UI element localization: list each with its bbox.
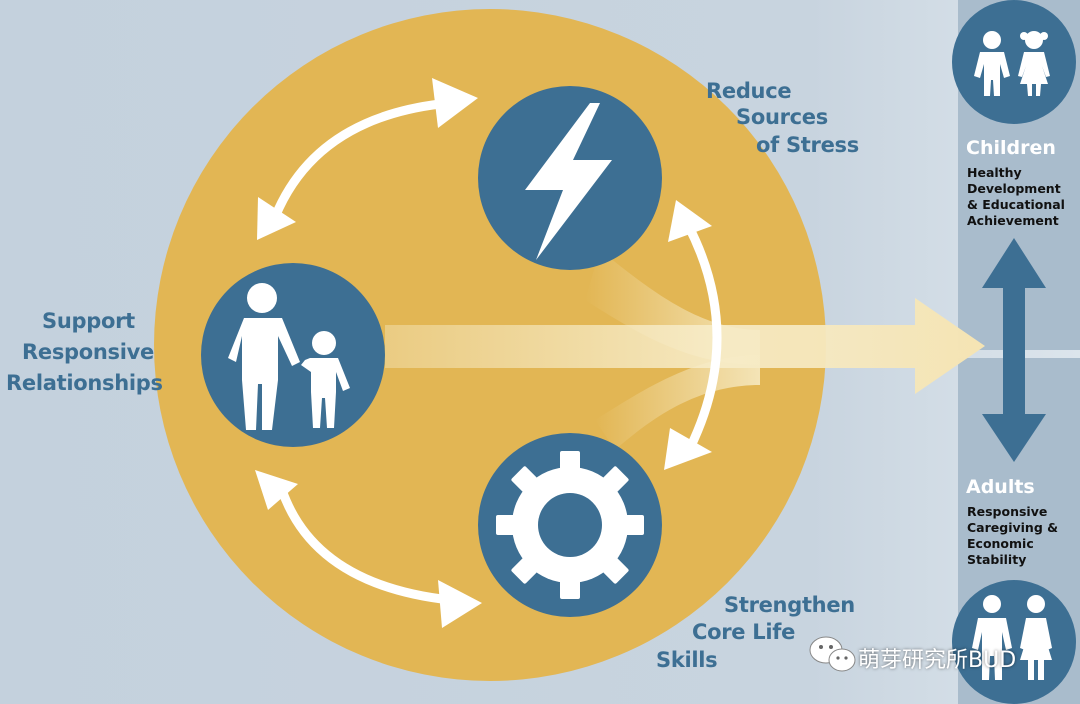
bottom-left-arc (277, 488, 451, 605)
top-left-arc (267, 99, 441, 227)
skills-stream (595, 355, 760, 450)
arrowhead-top-left (257, 197, 296, 240)
right-arc (684, 222, 722, 450)
double-arrow-head-up (982, 238, 1046, 288)
reduce-label-line-1: Reduce (706, 79, 792, 103)
lightning-bolt-icon (525, 103, 612, 260)
strengthen-label-line-1: Strengthen (724, 593, 855, 617)
support-label-line-3: Relationships (6, 371, 163, 395)
stress-node (478, 86, 662, 270)
adults-desc-line-4: Stability (967, 552, 1027, 567)
arrowhead-top-right (432, 78, 478, 128)
arrowhead-bottom-left (255, 470, 298, 510)
relationships-node (201, 263, 385, 447)
reduce-label-line-3: of Stress (756, 133, 859, 157)
children-title: Children (966, 137, 1056, 159)
strengthen-label-line-3: Skills (656, 648, 718, 672)
support-label-line-2: Responsive (22, 340, 154, 364)
children-badge (952, 0, 1076, 124)
wechat-icon (809, 636, 856, 672)
gear-icon (496, 451, 644, 599)
arrowhead-right-bottom (664, 428, 712, 470)
support-label-line-1: Support (42, 309, 135, 333)
double-arrow-head-down (982, 414, 1046, 462)
main-flow-arrow (385, 298, 985, 394)
children-badge-circle (952, 0, 1076, 124)
skills-node (478, 433, 662, 617)
adults-desc-line-1: Responsive (967, 504, 1048, 519)
children-icon (974, 31, 1050, 96)
children-desc-line-3: & Educational (967, 197, 1065, 212)
double-arrow (982, 238, 1046, 462)
arrow-heads (255, 78, 712, 628)
arrowhead-right-top (668, 200, 712, 242)
watermark-text: 萌芽研究所BUD (858, 648, 1017, 673)
adults-badge (952, 580, 1076, 704)
adults-desc-line-2: Caregiving & (967, 520, 1059, 535)
adults-icon (972, 595, 1052, 680)
double-arrow-shaft (1003, 280, 1025, 422)
adults-desc-line-3: Economic (967, 536, 1034, 551)
adults-title: Adults (966, 476, 1035, 498)
parent-child-icon (228, 283, 350, 430)
children-desc-line-2: Development (967, 181, 1061, 196)
reduce-label-line-2: Sources (736, 105, 828, 129)
children-desc-line-1: Healthy (967, 165, 1022, 180)
children-desc-line-4: Achievement (967, 213, 1059, 228)
strengthen-label-line-2: Core Life (692, 620, 796, 644)
cycle-arrows (267, 99, 722, 605)
arrowhead-bottom-right (438, 580, 482, 628)
